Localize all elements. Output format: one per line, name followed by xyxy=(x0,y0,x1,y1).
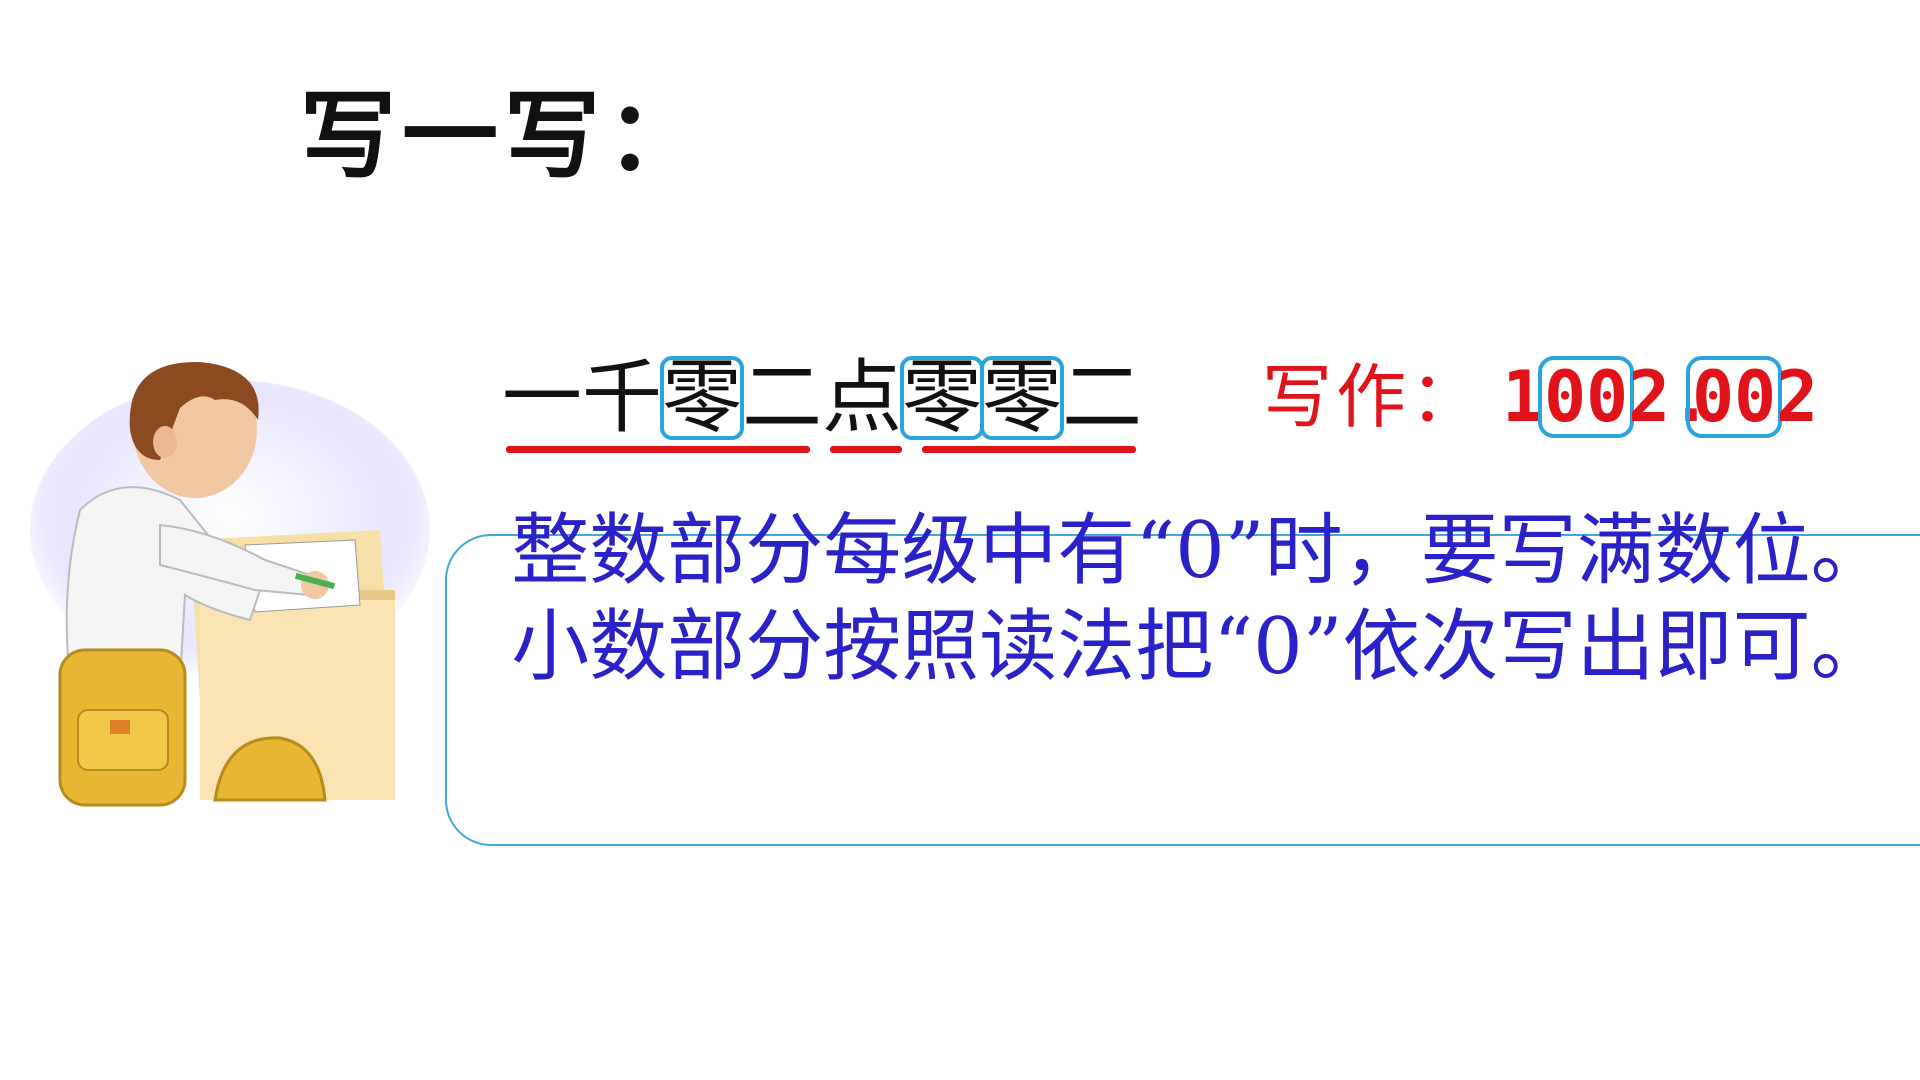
writing-label: 写作： xyxy=(1262,356,1484,438)
decimal-point: . xyxy=(1670,356,1713,438)
digit: 0 xyxy=(1692,356,1735,438)
digit: 2 xyxy=(1628,356,1671,438)
digit: 0 xyxy=(1734,356,1777,438)
reading-char-zero-highlight: 零 xyxy=(980,351,1064,444)
rule-callout-box xyxy=(445,534,1920,846)
decimal-zero-highlight: 0 0 xyxy=(1686,356,1782,438)
number-reading: 一 千 零 二 点 零 零 二 xyxy=(502,351,1142,444)
reading-char: 点 xyxy=(822,351,902,444)
rule-decimal-part: 小数部分按照读法把“0”依次写出即可。 xyxy=(511,602,1889,692)
reading-char: 千 xyxy=(582,351,662,444)
written-digits: 1 0 0 2 . 0 0 2 xyxy=(1502,356,1819,438)
digit: 2 xyxy=(1776,356,1819,438)
slide-title: 写一写： xyxy=(300,79,708,192)
reading-char: 二 xyxy=(1062,351,1142,444)
reading-char: 一 xyxy=(502,351,582,444)
digit: 0 xyxy=(1544,356,1587,438)
digit: 1 xyxy=(1502,356,1545,438)
digit: 0 xyxy=(1586,356,1629,438)
boy-writing-illustration xyxy=(10,350,430,810)
integer-part-underline xyxy=(506,446,810,453)
number-writing: 写作： 1 0 0 2 . 0 0 2 xyxy=(1262,356,1819,438)
integer-zero-highlight: 0 0 xyxy=(1538,356,1634,438)
point-underline xyxy=(830,446,902,453)
rule-integer-part: 整数部分每级中有“0”时，要写满数位。 xyxy=(511,506,1889,596)
reading-char-zero-highlight: 零 xyxy=(900,351,984,444)
reading-char: 二 xyxy=(742,351,822,444)
reading-char-zero-highlight: 零 xyxy=(660,351,744,444)
decimal-part-underline xyxy=(922,446,1136,453)
rule-text: 整数部分每级中有“0”时，要写满数位。 小数部分按照读法把“0”依次写出即可。 xyxy=(510,503,1890,695)
